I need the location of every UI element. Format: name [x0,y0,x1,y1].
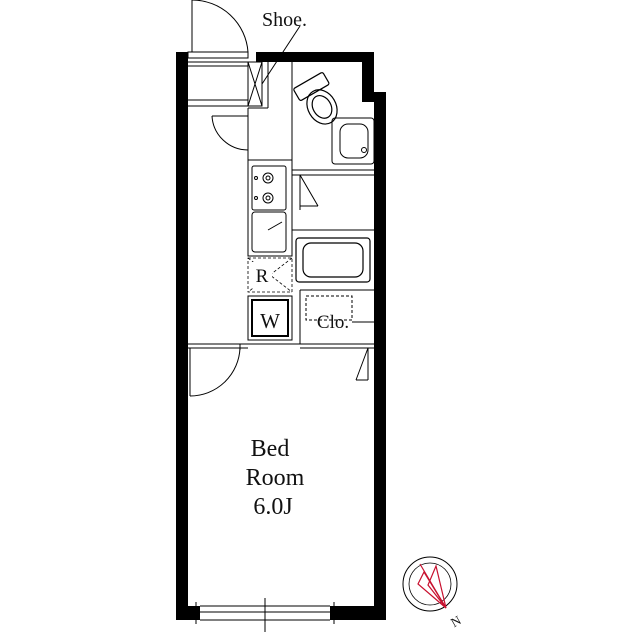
compass-inner-ring [408,562,452,606]
refrigerator-label: R [256,266,269,287]
washer-space [247,295,300,345]
bottom-wall-left [176,606,200,620]
entrance-door [187,0,249,107]
refrigerator-label-bg [252,262,272,288]
bedroom-door [188,343,248,397]
bathtub [295,237,371,283]
gas-stove [254,172,274,204]
bedroom-window [195,598,335,632]
bottom-wall-right [330,606,386,620]
bathroom-partition [292,169,374,231]
toilet-room [211,62,293,170]
bedroom-name-line2: Room [246,465,305,491]
step-wall [362,52,374,102]
bedroom-size: 6.0J [253,494,292,520]
compass-outer-ring [402,556,458,612]
left-wall [176,52,188,618]
right-wall [374,92,386,618]
top-wall [256,52,374,62]
wash-basin [331,117,375,165]
kitchen-counter [247,159,293,257]
compass-needle [417,563,447,609]
bedroom-name-line1: Bed [251,436,290,462]
compass-north-label: N [448,612,464,630]
compass: N [402,556,464,630]
washer-label: W [260,309,280,333]
closet-label: Clo. [317,312,349,333]
closet [299,289,374,381]
toilet-fixture [293,72,338,125]
shoe-label: Shoe. [262,9,307,31]
kitchen-sink [251,211,287,253]
outer-walls [176,52,386,620]
